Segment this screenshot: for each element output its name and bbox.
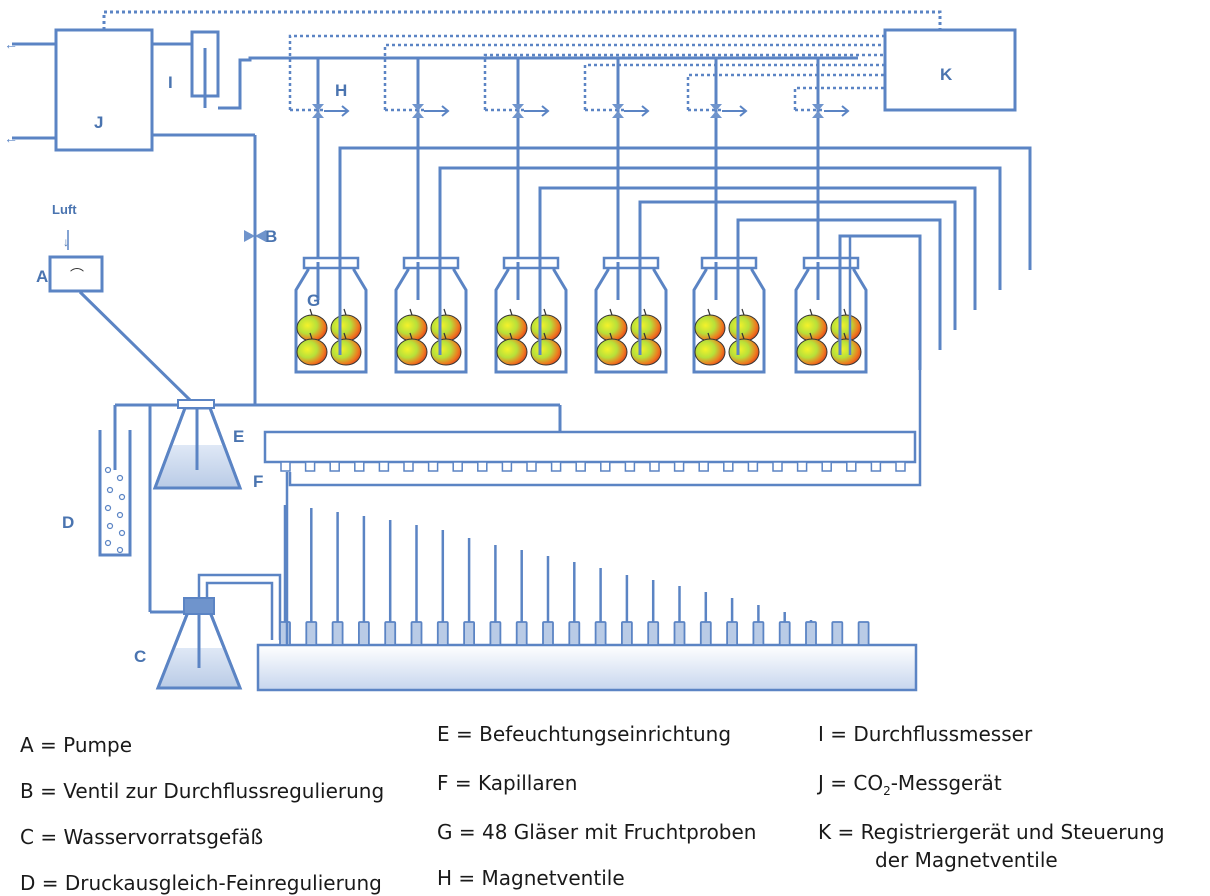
fruit-jar	[483, 53, 977, 374]
legend-h: H = Magnetventile	[437, 866, 625, 890]
header-nozzle	[698, 461, 709, 472]
legend-b: B = Ventil zur Durchflussregulierung	[20, 779, 385, 803]
header-nozzle	[378, 461, 390, 472]
solenoid-valve	[612, 104, 624, 118]
fruit-jar	[288, 34, 1032, 374]
water-reservoir-c	[155, 573, 282, 690]
capillary-fitting	[515, 621, 528, 646]
legend-k-continued: der Magnetventile	[875, 848, 1058, 872]
capillary-fitting	[436, 621, 449, 646]
header-nozzle	[649, 461, 660, 472]
pump-a	[48, 255, 104, 293]
capillary-fitting	[647, 621, 660, 646]
capillary-fitting	[726, 621, 738, 646]
air-arrow-icon: ↓	[63, 235, 69, 249]
fruit-jar	[793, 58, 922, 374]
valve-b	[244, 230, 266, 242]
label-e: E	[233, 427, 244, 446]
header-nozzle	[452, 461, 463, 472]
header-nozzle	[796, 461, 808, 472]
capillary-fitting	[673, 621, 686, 646]
header-nozzle	[329, 461, 340, 472]
header-nozzle	[846, 461, 857, 472]
recorder-k	[883, 28, 1017, 112]
header-nozzle	[772, 461, 783, 472]
legend-a: A = Pumpe	[20, 733, 133, 757]
capillary-fitting	[384, 621, 397, 646]
solenoid-valve	[710, 104, 722, 118]
header-nozzle	[427, 461, 439, 472]
label-f: F	[253, 472, 263, 491]
solenoid-valve	[512, 104, 524, 118]
label-b: B	[265, 227, 277, 246]
legend-c: C = Wasservorratsgefäß	[20, 825, 264, 849]
header-nozzle	[747, 461, 759, 472]
label-luft: Luft	[52, 202, 77, 217]
capillary-fitting	[489, 621, 502, 646]
header-nozzle	[870, 461, 882, 472]
co2-meter-j	[54, 28, 154, 152]
label-h: H	[335, 81, 347, 100]
capillary-fitting	[805, 621, 817, 646]
label-k: K	[940, 65, 953, 84]
capillary-fitting	[331, 621, 344, 646]
header-nozzle	[624, 461, 636, 472]
header-nozzle	[526, 461, 537, 472]
capillary-fitting	[621, 621, 633, 646]
legend-g: G = 48 Gläser mit Fruchtproben	[437, 820, 757, 844]
header-nozzle	[403, 461, 414, 472]
fruit-jar	[583, 58, 957, 374]
capillary-fitting	[568, 621, 581, 646]
label-g: G	[307, 291, 320, 310]
label-d: D	[62, 513, 74, 532]
capillary-fitting	[831, 621, 844, 646]
label-j: J	[94, 113, 103, 132]
fruit-jar	[383, 43, 1002, 374]
pump-icon: ⌒	[70, 267, 84, 283]
header-nozzle	[550, 461, 562, 472]
humidifier-flask-e	[152, 399, 243, 490]
label-i: I	[168, 73, 173, 92]
legend-k: K = Registriergerät und Steuerung	[818, 820, 1165, 844]
label-a: A	[36, 267, 48, 286]
capillary-fitting	[410, 621, 423, 646]
capillary-fitting	[752, 621, 765, 646]
capillary-header	[263, 430, 917, 464]
header-nozzle	[280, 461, 291, 472]
header-nozzle	[575, 461, 586, 472]
capillary-fitting	[463, 621, 476, 646]
solenoid-valve	[312, 104, 324, 118]
capillary-fitting	[305, 621, 318, 646]
legend-j: J = CO2-Messgerät	[818, 771, 1002, 798]
fruit-jar	[686, 58, 942, 374]
capillary-fitting	[594, 621, 607, 646]
legend-i: I = Durchflussmesser	[818, 722, 1033, 746]
label-c: C	[134, 647, 146, 666]
capillary-fitting	[778, 621, 791, 646]
capillary-fitting	[857, 621, 870, 646]
header-nozzle	[304, 461, 316, 472]
header-nozzle	[723, 461, 734, 472]
legend-f: F = Kapillaren	[437, 771, 578, 795]
header-nozzle	[354, 461, 365, 472]
header-nozzle	[477, 461, 488, 472]
outlet-arrow-icon: ←	[4, 36, 18, 52]
legend-e: E = Befeuchtungseinrichtung	[437, 722, 732, 746]
capillary-fitting	[542, 621, 554, 646]
solenoid-valve	[412, 104, 424, 118]
header-nozzle	[600, 461, 611, 472]
header-nozzle	[673, 461, 685, 472]
legend-d: D = Druckausgleich-Feinregulierung	[20, 871, 382, 895]
capillary-base	[256, 643, 918, 692]
capillary-fitting	[279, 621, 291, 646]
header-nozzle	[895, 461, 906, 472]
capillary-fitting	[699, 621, 712, 646]
outlet-arrow-icon: ←	[4, 130, 18, 146]
header-nozzle	[501, 461, 513, 472]
co2-measurement-setup-diagram: A B C D E F G H I J K Luft ↓ ⌒ ← ←	[4, 10, 1032, 692]
capillary-fitting	[357, 621, 370, 646]
header-nozzle	[821, 461, 832, 472]
solenoid-valve	[812, 104, 824, 118]
